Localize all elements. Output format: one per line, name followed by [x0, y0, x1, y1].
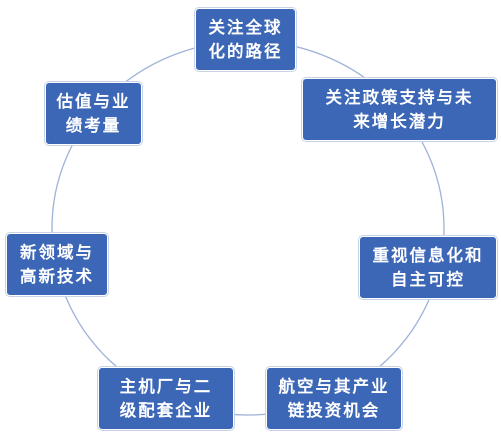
cycle-node-new-tech: 新领域与 高新技术: [6, 233, 108, 296]
node-text-line: 关注全球: [208, 17, 283, 37]
node-text-line: 来增长潜力: [353, 111, 446, 131]
node-text-line: 新领域与: [20, 242, 94, 262]
node-text-line: 估值与业: [56, 91, 131, 111]
node-text-line: 化的路径: [208, 41, 283, 61]
cycle-node-oem-suppliers: 主机厂与二 级配套企业: [98, 367, 234, 430]
node-text-line: 绩考量: [65, 115, 122, 135]
cycle-node-global-path: 关注全球 化的路径: [195, 8, 296, 71]
node-text-line: 自主可控: [391, 269, 465, 289]
node-text-line: 主机厂与二: [119, 376, 213, 396]
cycle-node-aviation-investment: 航空与其产业 链投资机会: [266, 367, 402, 430]
node-text-line: 级配套企业: [119, 400, 213, 420]
cycle-node-valuation: 估值与业 绩考量: [45, 82, 142, 145]
cycle-node-policy-support: 关注政策支持与未 来增长潜力: [302, 78, 497, 141]
node-text-line: 重视信息化和: [372, 245, 484, 265]
node-text-line: 链投资机会: [287, 400, 381, 420]
node-text-line: 关注政策支持与未: [325, 87, 474, 107]
node-text-line: 高新技术: [20, 266, 94, 286]
cycle-node-informatization: 重视信息化和 自主可控: [359, 236, 497, 299]
node-text-line: 航空与其产业: [278, 376, 390, 396]
